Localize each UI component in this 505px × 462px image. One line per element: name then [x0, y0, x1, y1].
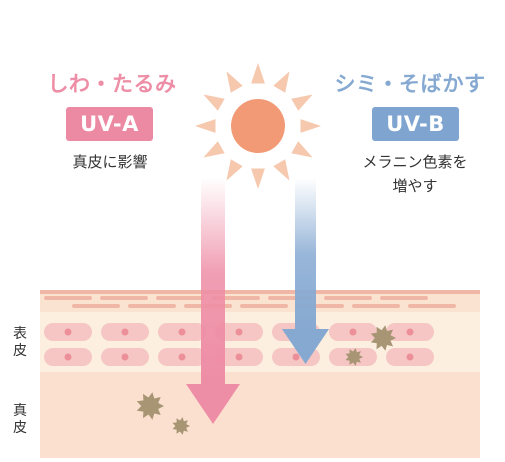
cell-nucleus [292, 353, 300, 361]
stratum-strip [156, 296, 204, 300]
sun-ray [203, 141, 225, 158]
uva-badge: UV-A [66, 107, 153, 141]
stratum-strip [380, 296, 428, 300]
melanin-clusters [136, 325, 396, 435]
cell-nucleus [178, 328, 186, 336]
dermis-label-char1: 真 [13, 403, 27, 419]
sun-icon [195, 63, 321, 189]
cell-nucleus [178, 353, 186, 361]
uvb-badge: UV-B [372, 107, 459, 141]
dermis-label: 真 皮 [12, 403, 28, 437]
sun-ray [203, 94, 225, 111]
uva-effect-text: 真皮に影響 [72, 153, 148, 171]
sun-ray [273, 159, 290, 181]
sun-ray [291, 94, 313, 111]
sun-ray [291, 141, 313, 158]
cell-nucleus [235, 353, 243, 361]
sun-ray [251, 168, 265, 189]
cell-nucleus [64, 353, 72, 361]
epidermis-label-char1: 表 [13, 326, 27, 342]
melanin-granule [370, 325, 396, 351]
stratum-corneum [40, 290, 480, 312]
cell-nucleus [349, 328, 357, 336]
sun-ray [300, 119, 321, 133]
cell-nucleus [64, 328, 72, 336]
stratum-strip [100, 296, 148, 300]
dermis-label-char2: 皮 [13, 420, 27, 436]
uvb-arrow [282, 178, 329, 364]
stratum-strip [324, 296, 372, 300]
sun-ray [195, 119, 216, 133]
sun-ray [251, 63, 265, 84]
cell-nucleus [121, 353, 129, 361]
stratum-strip [240, 304, 288, 308]
cell-nucleus [121, 328, 129, 336]
uvb-effect-text-line2: 増やす [392, 177, 438, 195]
dermis-layer [40, 372, 480, 458]
uva-effect-title: しわ・たるみ [47, 72, 177, 96]
sun-core [231, 99, 285, 153]
cell-nucleus [406, 353, 414, 361]
stratum-strip [352, 304, 400, 308]
stratum-strip [408, 304, 456, 308]
epidermis-label-char2: 皮 [13, 343, 27, 359]
melanin-granule [345, 348, 363, 366]
cell-nucleus [406, 328, 414, 336]
melanin-granule [172, 417, 190, 435]
cell-nucleus [235, 328, 243, 336]
stratum-strip [128, 304, 176, 308]
uvb-effect-title: シミ・そばかす [334, 72, 486, 96]
stratum-strip [72, 304, 120, 308]
stratum-strip [44, 296, 92, 300]
uva-arrow [186, 178, 240, 424]
sun-ray [226, 159, 243, 181]
sun-ray [226, 71, 243, 93]
melanin-granule [136, 392, 164, 420]
epidermis-label: 表 皮 [12, 326, 28, 360]
uvb-effect-text-line1: メラニン色素を [362, 153, 468, 171]
sun-ray [273, 71, 290, 93]
